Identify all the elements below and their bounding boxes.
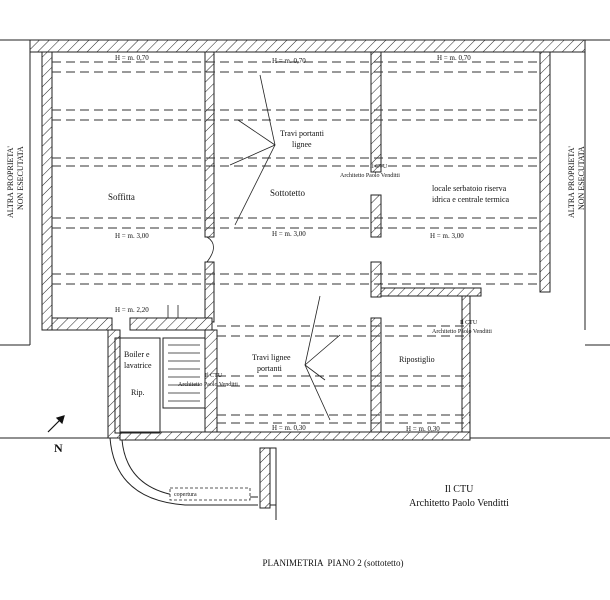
h-label: H = m. 2,20 xyxy=(115,306,149,314)
pointer-lines xyxy=(229,74,341,421)
copertura-label: copertura xyxy=(174,492,197,498)
stamp-line: Il CTU xyxy=(370,164,388,170)
stamp-line: Il CTU xyxy=(460,320,478,326)
h-label: H = m. 0,70 xyxy=(115,54,149,62)
side-labels: ALTRA PROPRIETA' NON ESECUTATA ALTRA PRO… xyxy=(6,146,586,218)
stamp-line: Architetto Paolo Venditti xyxy=(432,329,492,335)
signature-line: Architetto Paolo Venditti xyxy=(409,498,509,509)
altra-proprieta-left: ALTRA PROPRIETA' xyxy=(6,146,15,218)
room-label-sottotetto: Sottotetto xyxy=(270,188,306,198)
altra-proprieta-right: NON ESECUTATA xyxy=(577,146,586,210)
altra-proprieta-right: ALTRA PROPRIETA' xyxy=(567,146,576,218)
room-label-boiler: Boiler e xyxy=(124,350,150,359)
room-label-ripostiglio: Ripostiglio xyxy=(399,355,435,364)
room-label-rip: Rip. xyxy=(131,388,145,397)
altra-proprieta-left: NON ESECUTATA xyxy=(16,146,25,210)
room-label-locale: locale serbatoio riserva xyxy=(432,184,507,193)
h-label: H = m. 3,00 xyxy=(115,232,149,240)
beam-label: lignee xyxy=(292,140,312,149)
stamp-line: Architetto Paolo Venditti xyxy=(178,382,238,388)
signature-line: Il CTU xyxy=(445,484,474,495)
beam-lines xyxy=(52,61,540,424)
beam-label: Travi lignee xyxy=(252,353,291,362)
room-label-soffitta: Soffitta xyxy=(108,192,135,202)
signature: Il CTU Architetto Paolo Venditti xyxy=(409,484,509,509)
h-label: H = m. 0,30 xyxy=(272,424,306,432)
beam-label: portanti xyxy=(257,364,283,373)
stamp-line: Architetto Paolo Venditti xyxy=(340,173,400,179)
h-label: H = m. 3,00 xyxy=(430,232,464,240)
north-arrow: N xyxy=(47,415,65,455)
doors xyxy=(167,236,214,318)
stamp-line: Il CTU xyxy=(205,373,223,379)
room-label-locale: idrica e centrale termica xyxy=(432,195,510,204)
stairs xyxy=(168,344,200,402)
h-label: H = m. 0,30 xyxy=(406,425,440,433)
text-labels: H = m. 0,70 H = m. 0,70 H = m. 0,70 H = … xyxy=(108,54,510,501)
curved-outline xyxy=(109,437,277,520)
boiler-room xyxy=(114,337,161,434)
north-label: N xyxy=(54,441,63,455)
h-label: H = m. 0,70 xyxy=(437,54,471,62)
room-label-boiler: lavatrice xyxy=(124,361,152,370)
frame-lines xyxy=(0,39,610,439)
beam-label: Travi portanti xyxy=(280,129,325,138)
drawing-title: PLANIMETRIA PIANO 2 (sottotetto) xyxy=(263,558,404,568)
h-label: H = m. 0,70 xyxy=(272,57,306,65)
h-label: H = m. 3,00 xyxy=(272,230,306,238)
ctu-stamps: Il CTU Architetto Paolo Venditti Il CTU … xyxy=(178,164,492,388)
